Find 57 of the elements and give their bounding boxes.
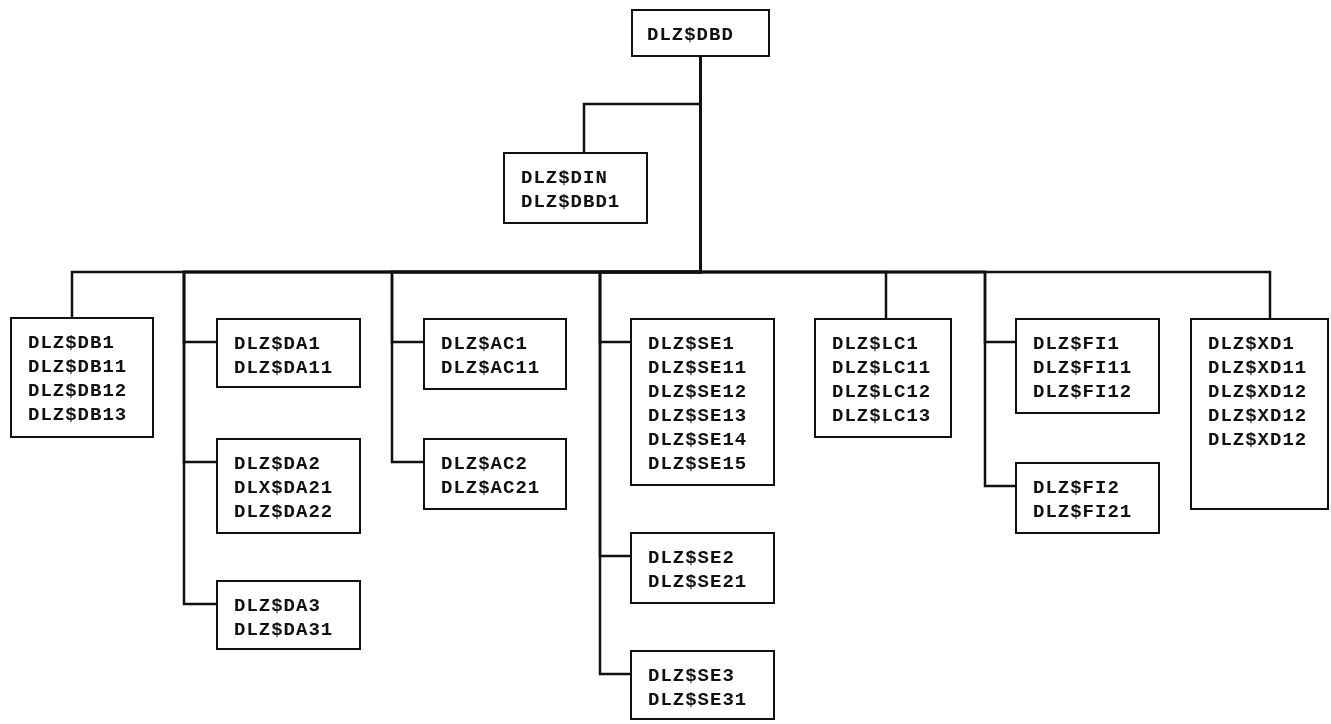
module-name: DLZ$XD12 bbox=[1208, 428, 1309, 452]
module-name: DLZ$DA11 bbox=[234, 356, 335, 380]
module-box bbox=[503, 152, 648, 224]
module-name: DLZ$FI11 bbox=[1033, 356, 1134, 380]
module-name: DLX$DA21 bbox=[234, 476, 335, 500]
module-name: DLZ$DB13 bbox=[28, 403, 129, 427]
module-name: DLZ$SE15 bbox=[648, 452, 749, 476]
module-name: DLZ$FI2 bbox=[1033, 476, 1121, 500]
module-name: DLZ$XD11 bbox=[1208, 356, 1309, 380]
module-name: DLZ$XD12 bbox=[1208, 380, 1309, 404]
module-box bbox=[631, 9, 770, 57]
module-name: DLZ$SE12 bbox=[648, 380, 749, 404]
module-box bbox=[216, 318, 361, 388]
module-name: DLZ$DB11 bbox=[28, 355, 129, 379]
module-name: DLZ$SE11 bbox=[648, 356, 749, 380]
module-name: DLZ$FI21 bbox=[1033, 500, 1134, 524]
module-name: DLZ$SE1 bbox=[648, 332, 736, 356]
module-name: DLZ$SE14 bbox=[648, 428, 749, 452]
module-name: DLZ$SE3 bbox=[648, 664, 736, 688]
module-name: DLZ$DA2 bbox=[234, 452, 322, 476]
module-box bbox=[630, 318, 775, 486]
module-name: DLZ$LC13 bbox=[832, 404, 933, 428]
module-name: DLZ$FI1 bbox=[1033, 332, 1121, 356]
module-name: DLZ$DBD1 bbox=[521, 190, 622, 214]
module-name: DLZ$AC2 bbox=[441, 452, 529, 476]
module-name: DLZ$DIN bbox=[521, 166, 609, 190]
module-name: DLZ$LC1 bbox=[832, 332, 920, 356]
module-name: DLZ$XD1 bbox=[1208, 332, 1296, 356]
module-name: DLZ$XD12 bbox=[1208, 404, 1309, 428]
module-box bbox=[630, 650, 775, 720]
module-name: DLZ$LC11 bbox=[832, 356, 933, 380]
module-name: DLZ$SE31 bbox=[648, 688, 749, 712]
module-box bbox=[814, 318, 952, 438]
module-box bbox=[10, 317, 154, 438]
module-box bbox=[423, 318, 567, 390]
module-name: DLZ$SE2 bbox=[648, 546, 736, 570]
module-box bbox=[216, 580, 361, 650]
module-name: DLZ$DA1 bbox=[234, 332, 322, 356]
module-box bbox=[630, 532, 775, 604]
module-name: DLZ$AC21 bbox=[441, 476, 542, 500]
module-name: DLZ$SE13 bbox=[648, 404, 749, 428]
module-name: DLZ$DBD bbox=[647, 23, 735, 47]
module-name: DLZ$DB12 bbox=[28, 379, 129, 403]
module-box bbox=[1015, 318, 1160, 414]
module-name: DLZ$DB1 bbox=[28, 331, 116, 355]
module-box bbox=[1190, 318, 1329, 510]
module-box bbox=[216, 438, 361, 534]
module-name: DLZ$AC1 bbox=[441, 332, 529, 356]
module-name: DLZ$DA3 bbox=[234, 594, 322, 618]
module-name: DLZ$DA31 bbox=[234, 618, 335, 642]
module-name: DLZ$LC12 bbox=[832, 380, 933, 404]
module-name: DLZ$SE21 bbox=[648, 570, 749, 594]
module-name: DLZ$FI12 bbox=[1033, 380, 1134, 404]
module-name: DLZ$AC11 bbox=[441, 356, 542, 380]
module-box bbox=[1015, 462, 1160, 534]
module-name: DLZ$DA22 bbox=[234, 500, 335, 524]
module-box bbox=[423, 438, 567, 510]
